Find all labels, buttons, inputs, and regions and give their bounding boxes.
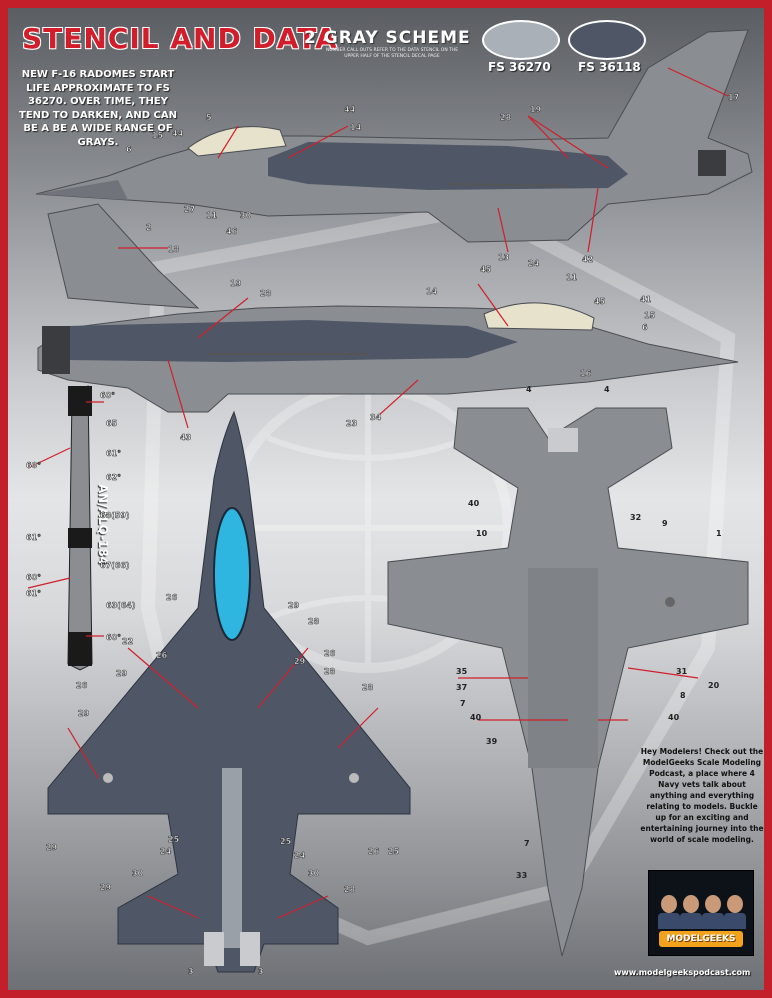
podcast-logo: MODELGEEKS <box>648 870 754 956</box>
bottom-view <box>387 407 749 957</box>
side-view-upper <box>35 29 753 309</box>
swatch-label-fs36118: FS 36118 <box>578 60 641 74</box>
color-swatch-fs36118 <box>568 20 646 60</box>
side-view-lower <box>37 302 739 413</box>
callout-reference-note: NUMBER CALL OUTS REFER TO THE DATA STENC… <box>325 48 459 59</box>
podcast-brand: MODELGEEKS <box>659 931 743 947</box>
swatch-label-fs36270: FS 36270 <box>488 60 551 74</box>
color-swatch-fs36270 <box>482 20 560 60</box>
aircraft-artwork <box>27 29 753 973</box>
top-view <box>47 410 411 973</box>
callout-leaders <box>27 67 729 919</box>
scheme-title: 2 GRAY SCHEME <box>304 28 471 48</box>
website-link[interactable]: www.modelgeekspodcast.com <box>614 968 751 977</box>
decal-sheet: STENCIL AND DATA 2 GRAY SCHEME NUMBER CA… <box>8 8 764 990</box>
radome-note: NEW F-16 RADOMES START LIFE APPROXIMATE … <box>19 69 177 148</box>
podcast-promo-text: Hey Modelers! Check out the ModelGeeks S… <box>640 747 764 844</box>
pod-title: AN/ALQ-184 <box>96 484 110 566</box>
sheet-title: STENCIL AND DATA <box>22 22 338 55</box>
ecm-pod-art <box>67 385 93 671</box>
